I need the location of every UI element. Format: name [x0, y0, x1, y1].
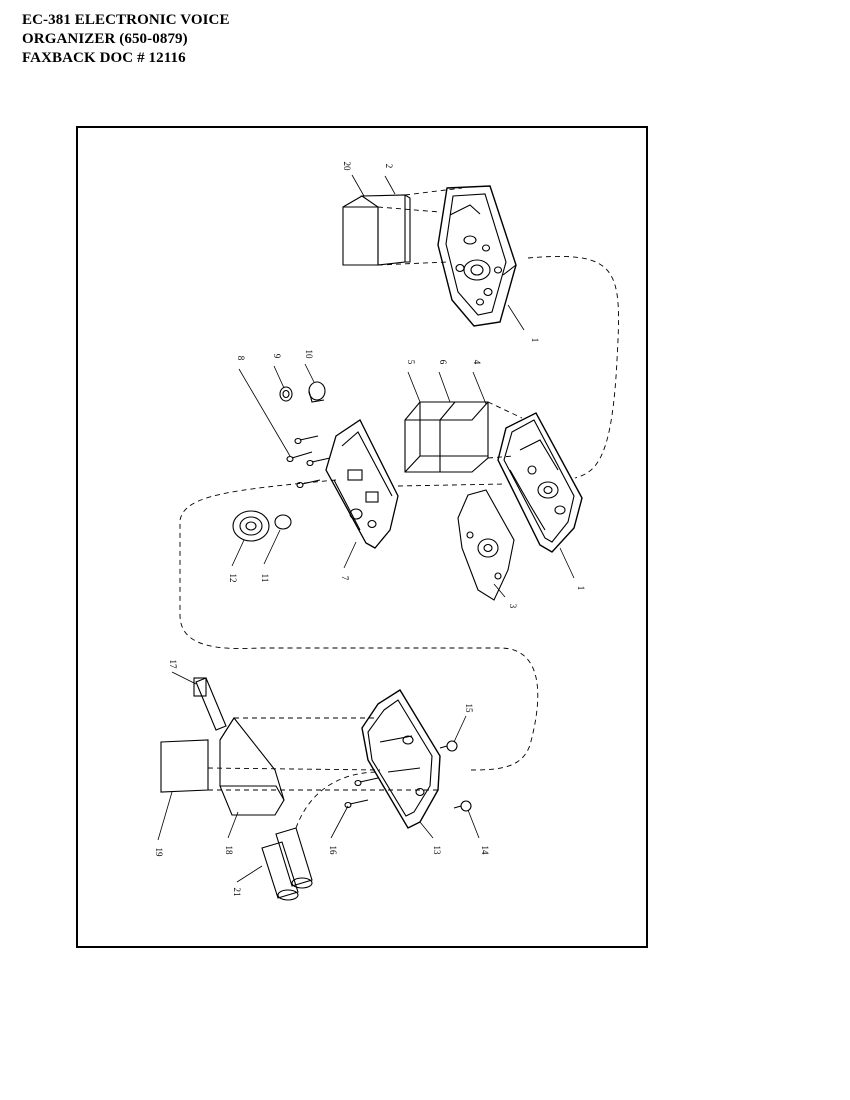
callout-2: 2: [384, 164, 394, 169]
callout-leader-lines: [157, 174, 575, 883]
callout-1-top: 1: [530, 338, 540, 343]
assembly-guide-lines: [179, 187, 619, 829]
speaker-holder-part: [457, 489, 515, 601]
speaker-parts: [232, 510, 292, 542]
header-line-model: EC-381 ELECTRONIC VOICE: [22, 12, 230, 28]
callout-14: 14: [480, 846, 490, 856]
callout-10: 10: [304, 350, 314, 360]
window-lens-part: [360, 194, 411, 266]
callout-17: 17: [168, 660, 178, 670]
diagram-frame: [76, 126, 648, 948]
lens-block-part: [404, 401, 489, 473]
battery-parts: [261, 827, 313, 901]
contact-strip-part: [193, 677, 227, 731]
knob-parts: [279, 381, 326, 403]
callout-8: 8: [236, 356, 246, 361]
middle-housing-part: [497, 412, 583, 553]
callout-21: 21: [232, 888, 242, 897]
callout-18: 18: [224, 846, 234, 856]
callout-15: 15: [464, 704, 474, 714]
callout-19: 19: [154, 848, 164, 858]
screw-parts-upper: [286, 435, 331, 489]
window-film-part: [342, 195, 379, 266]
callout-12: 12: [228, 574, 238, 583]
callout-7: 7: [340, 576, 350, 581]
callout-1-middle: 1: [576, 586, 586, 591]
header-line-part-number: ORGANIZER (650-0879): [22, 31, 188, 47]
circuit-board-part: [325, 419, 399, 549]
header-line-faxback-doc: FAXBACK DOC # 12116: [22, 50, 186, 66]
back-housing-part: [361, 689, 441, 829]
callout-6: 6: [438, 360, 448, 365]
callout-4: 4: [472, 360, 482, 365]
callout-9: 9: [272, 354, 282, 359]
callout-5: 5: [406, 360, 416, 365]
battery-door-part: [219, 717, 285, 816]
callout-20: 20: [342, 162, 352, 172]
front-cover-part: [437, 185, 517, 327]
label-part: [160, 739, 209, 793]
callout-16: 16: [328, 846, 338, 856]
callout-11: 11: [260, 574, 270, 583]
document-header: EC-381 ELECTRONIC VOICE ORGANIZER (650-0…: [22, 11, 230, 68]
callout-3: 3: [508, 604, 518, 609]
screw-parts-lower: [344, 740, 472, 812]
callout-13: 13: [432, 846, 442, 856]
